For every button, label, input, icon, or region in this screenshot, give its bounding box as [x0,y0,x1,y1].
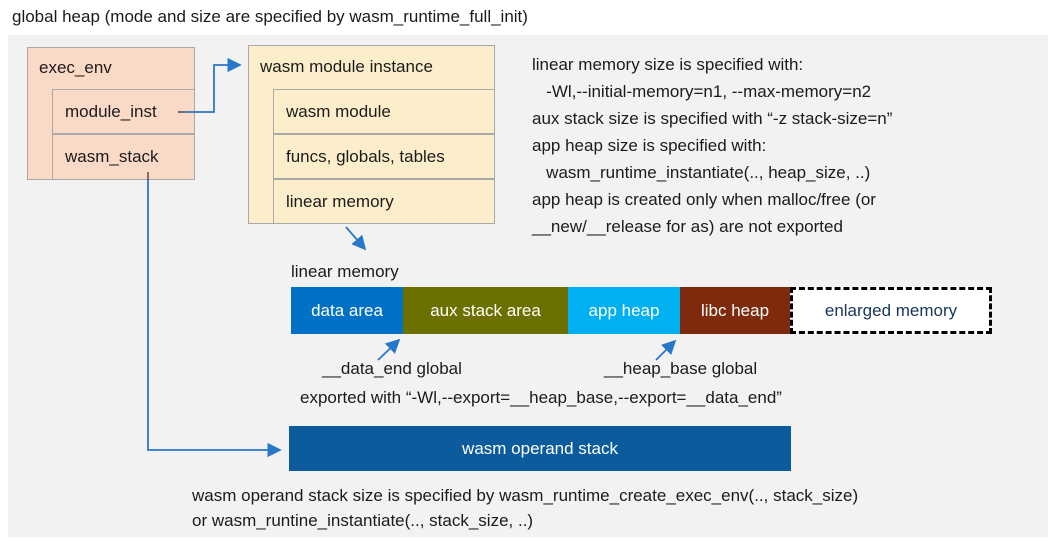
linear-memory-notes: linear memory size is specified with: -W… [532,51,892,240]
note-line: -Wl,--initial-memory=n1, --max-memory=n2 [532,82,872,101]
note-line: wasm_runtime_instantiate(.., heap_size, … [532,163,871,182]
exec-env-header: exec_env [39,58,112,77]
footer-line-1: wasm operand stack size is specified by … [192,486,859,505]
note-line: app heap size is specified with: [532,136,767,155]
module-instance-row-wasm-module: wasm module [273,89,495,134]
heap-base-global-label: __heap_base global [604,359,758,378]
note-line: aux stack size is specified with “-z sta… [532,109,893,128]
segment-data-area: data area [291,287,403,334]
footer-line-2: or wasm_runtine_instantiate(.., stack_si… [192,511,534,530]
export-note-label: exported with “-Wl,--export=__heap_base,… [300,388,782,407]
exec-env-row-module-inst: module_inst [52,89,195,134]
diagram-title: global heap (mode and size are specified… [12,7,528,26]
segment-enlarged-memory: enlarged memory [790,287,992,334]
module-instance-header: wasm module instance [260,57,433,76]
wasm-operand-stack-box: wasm operand stack [289,426,791,471]
data-end-global-label: __data_end global [322,359,462,378]
note-line: app heap is created only when malloc/fre… [532,190,876,209]
segment-aux-stack-area: aux stack area [403,287,568,334]
segment-libc-heap: libc heap [680,287,790,334]
module-instance-row-linear-memory: linear memory [273,179,495,224]
segment-app-heap: app heap [568,287,680,334]
module-instance-row-funcs-globals-tables: funcs, globals, tables [273,134,495,179]
linear-memory-label: linear memory [291,262,399,281]
exec-env-row-wasm-stack: wasm_stack [52,134,195,180]
note-line: linear memory size is specified with: [532,55,804,74]
note-line: __new/__release for as) are not exported [532,217,843,236]
